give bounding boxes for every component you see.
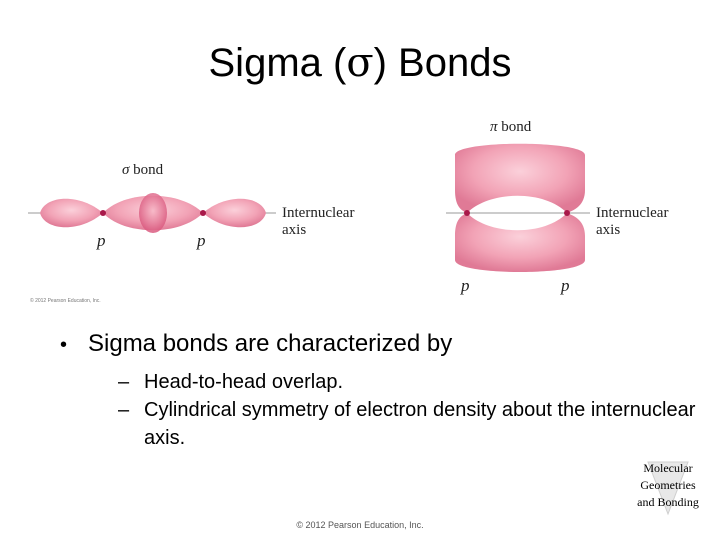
sigma-p-left-label: p	[97, 231, 106, 250]
bullet-list: • Sigma bonds are characterized by – Hea…	[60, 330, 700, 452]
title-suffix: ) Bonds	[373, 41, 512, 85]
pi-nucleus-right	[564, 210, 570, 216]
slide-title: Sigma (σ) Bonds	[0, 40, 720, 86]
sub-bullet-item: – Head-to-head overlap.	[118, 368, 700, 396]
title-prefix: Sigma (	[208, 41, 347, 85]
sub-bullet-list: – Head-to-head overlap. – Cylindrical sy…	[118, 368, 700, 452]
footer-copyright: © 2012 Pearson Education, Inc.	[296, 520, 424, 530]
sigma-p-right-label: p	[197, 231, 206, 250]
sigma-right-outer-lobe	[203, 198, 266, 228]
dash-icon: –	[118, 399, 130, 421]
pi-p-right-label: p	[561, 276, 570, 295]
pi-axis-label: Internuclear axis	[596, 205, 669, 238]
bullet-text: Sigma bonds are characterized by	[88, 330, 453, 357]
sigma-left-outer-lobe	[40, 198, 103, 228]
sigma-nucleus-right	[200, 210, 206, 216]
bond-figure: σ bond Internuclear axis p p π bond Inte…	[0, 110, 720, 310]
pi-top-lobe	[455, 143, 585, 213]
bullet-item: • Sigma bonds are characterized by	[60, 330, 700, 358]
chapter-badge: Molecular Geometries and Bonding	[628, 460, 708, 516]
figure-copyright: © 2012 Pearson Education, Inc.	[30, 298, 101, 304]
sub-bullet-text: Cylindrical symmetry of electron density…	[144, 399, 696, 449]
sigma-bond-label: σ bond	[122, 162, 164, 178]
sub-bullet-text: Head-to-head overlap.	[144, 371, 344, 393]
sigma-axis-label: Internuclear axis	[282, 205, 355, 238]
title-symbol: σ	[346, 40, 374, 86]
bullet-dot-icon: •	[60, 334, 68, 356]
pi-nucleus-left	[464, 210, 470, 216]
sigma-overlap-region	[139, 193, 167, 233]
pi-bond-label: π bond	[490, 119, 532, 135]
pi-p-left-label: p	[461, 276, 470, 295]
sub-bullet-item: – Cylindrical symmetry of electron densi…	[118, 396, 700, 452]
orbital-diagram	[28, 143, 590, 272]
pi-bottom-lobe	[455, 213, 585, 272]
badge-shape-icon	[647, 461, 689, 516]
sigma-nucleus-left	[100, 210, 106, 216]
dash-icon: –	[118, 371, 130, 393]
badge-text: Molecular Geometries and Bonding	[637, 461, 699, 509]
